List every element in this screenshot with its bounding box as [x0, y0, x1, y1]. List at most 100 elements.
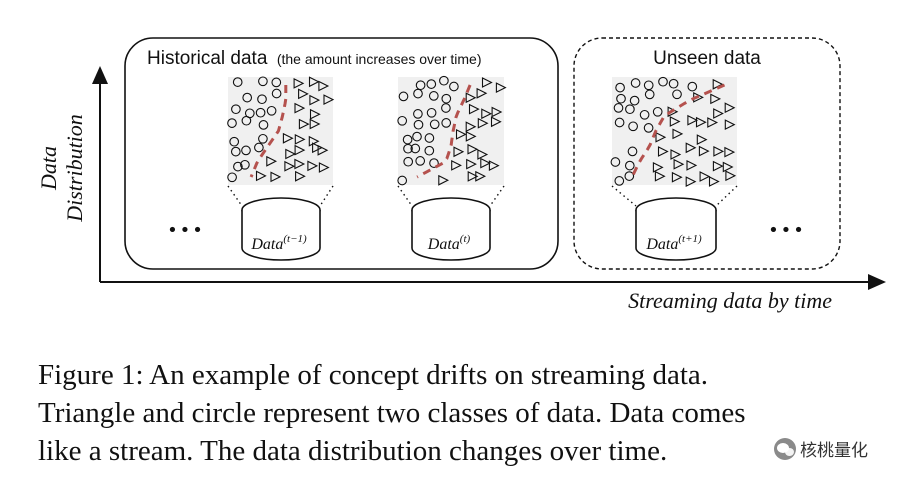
- class-triangle-point: [713, 108, 724, 119]
- class-circle-point: [232, 77, 243, 87]
- class-triangle-point: [652, 162, 664, 173]
- class-circle-point: [441, 93, 452, 104]
- class-circle-point: [652, 106, 663, 117]
- decision-boundary: [630, 83, 726, 178]
- caption-line-3: like a stream. The data distribution cha…: [38, 435, 668, 467]
- x-axis-label: Streaming data by time: [628, 288, 832, 313]
- class-triangle-point: [685, 142, 697, 154]
- class-circle-point: [426, 79, 437, 89]
- ellipsis-right: •••: [768, 220, 806, 241]
- caption-line-2: Triangle and circle represent two classe…: [38, 397, 746, 429]
- class-triangle-point: [657, 146, 669, 157]
- class-triangle-point: [654, 170, 666, 182]
- watermark-text: 核桃量化: [800, 441, 868, 461]
- database-label-base: Data: [645, 236, 678, 253]
- class-triangle-point: [695, 116, 707, 128]
- class-circle-point: [630, 78, 641, 88]
- unseen-data-title: Unseen data: [653, 48, 761, 69]
- class-circle-point: [672, 89, 682, 100]
- class-circle-point: [240, 159, 250, 170]
- watermark: 核桃量化: [770, 436, 872, 461]
- historical-title-note: (the amount increases over time): [277, 51, 482, 67]
- class-circle-point: [410, 143, 421, 154]
- class-circle-point: [624, 171, 635, 181]
- scatter-panel-t: [397, 75, 507, 186]
- class-circle-point: [428, 91, 439, 101]
- class-circle-point: [397, 115, 408, 126]
- class-triangle-point: [698, 145, 710, 157]
- historical-data-box: [124, 37, 559, 270]
- class-circle-point: [258, 76, 268, 87]
- ellipsis-left: •••: [167, 220, 205, 241]
- class-circle-point: [643, 123, 654, 133]
- class-circle-point: [629, 95, 640, 106]
- class-triangle-point: [282, 132, 294, 144]
- class-triangle-point: [708, 176, 720, 187]
- class-triangle-point: [323, 94, 335, 105]
- class-triangle-point: [255, 170, 267, 182]
- class-circle-point: [439, 75, 449, 86]
- class-circle-point: [257, 94, 267, 105]
- scatter-panel-t-plus-1: [610, 76, 737, 187]
- class-circle-point: [271, 77, 282, 88]
- decision-boundary: [416, 84, 472, 179]
- class-triangle-point: [725, 170, 737, 182]
- database-label-superscript: (t): [460, 233, 471, 245]
- class-circle-point: [415, 80, 426, 91]
- class-circle-point: [231, 104, 241, 115]
- class-triangle-point: [488, 160, 500, 171]
- class-circle-point: [397, 175, 408, 186]
- class-triangle-point: [671, 171, 683, 183]
- scatter-panel-background: [398, 77, 504, 185]
- class-circle-point: [233, 161, 243, 172]
- class-triangle-point: [318, 162, 330, 173]
- class-circle-point: [413, 88, 423, 99]
- class-circle-point: [429, 158, 439, 168]
- database-t: Data(t): [411, 197, 491, 261]
- caption-line-1: Figure 1: An example of concept drifts o…: [38, 359, 709, 391]
- class-triangle-point: [438, 174, 450, 186]
- database-label-superscript: (t+1): [678, 233, 702, 245]
- class-circle-point: [616, 93, 626, 104]
- class-circle-point: [403, 143, 413, 154]
- class-circle-point: [230, 146, 241, 157]
- class-circle-point: [614, 117, 625, 128]
- class-circle-point: [255, 107, 266, 118]
- historical-data-title: Historical data (the amount increases ov…: [147, 48, 481, 69]
- class-circle-point: [625, 104, 635, 115]
- zoom-connectors: [227, 185, 738, 207]
- class-triangle-point: [687, 114, 699, 126]
- class-triangle-point: [481, 77, 493, 88]
- class-triangle-point: [685, 176, 697, 187]
- class-circle-point: [412, 131, 422, 142]
- class-triangle-point: [318, 80, 330, 92]
- y-axis-label-line2: Distribution: [62, 114, 87, 223]
- class-circle-point: [613, 103, 624, 113]
- class-triangle-point: [480, 157, 492, 169]
- class-triangle-point: [466, 158, 477, 170]
- class-triangle-point: [308, 76, 320, 88]
- class-triangle-point: [712, 160, 724, 172]
- class-triangle-point: [317, 144, 329, 156]
- class-circle-point: [426, 107, 437, 118]
- class-circle-point: [615, 82, 625, 93]
- class-triangle-point: [455, 129, 467, 140]
- class-triangle-point: [307, 160, 319, 172]
- database-label-base: Data: [250, 236, 283, 253]
- class-circle-point: [668, 78, 679, 89]
- class-circle-point: [254, 142, 264, 153]
- class-circle-point: [227, 172, 237, 183]
- class-triangle-point: [294, 158, 306, 170]
- database-label: Data(t−1): [250, 233, 307, 253]
- figure-caption: Figure 1: An example of concept drifts o…: [38, 356, 898, 470]
- class-circle-point: [610, 157, 621, 167]
- class-triangle-point: [673, 158, 685, 170]
- class-triangle-point: [669, 116, 681, 127]
- database-label: Data(t+1): [645, 233, 702, 253]
- y-axis-label: Data Distribution: [36, 114, 87, 223]
- class-triangle-point: [467, 171, 479, 182]
- class-triangle-point: [490, 116, 502, 128]
- class-triangle-point: [465, 131, 477, 142]
- class-circle-point: [658, 76, 668, 87]
